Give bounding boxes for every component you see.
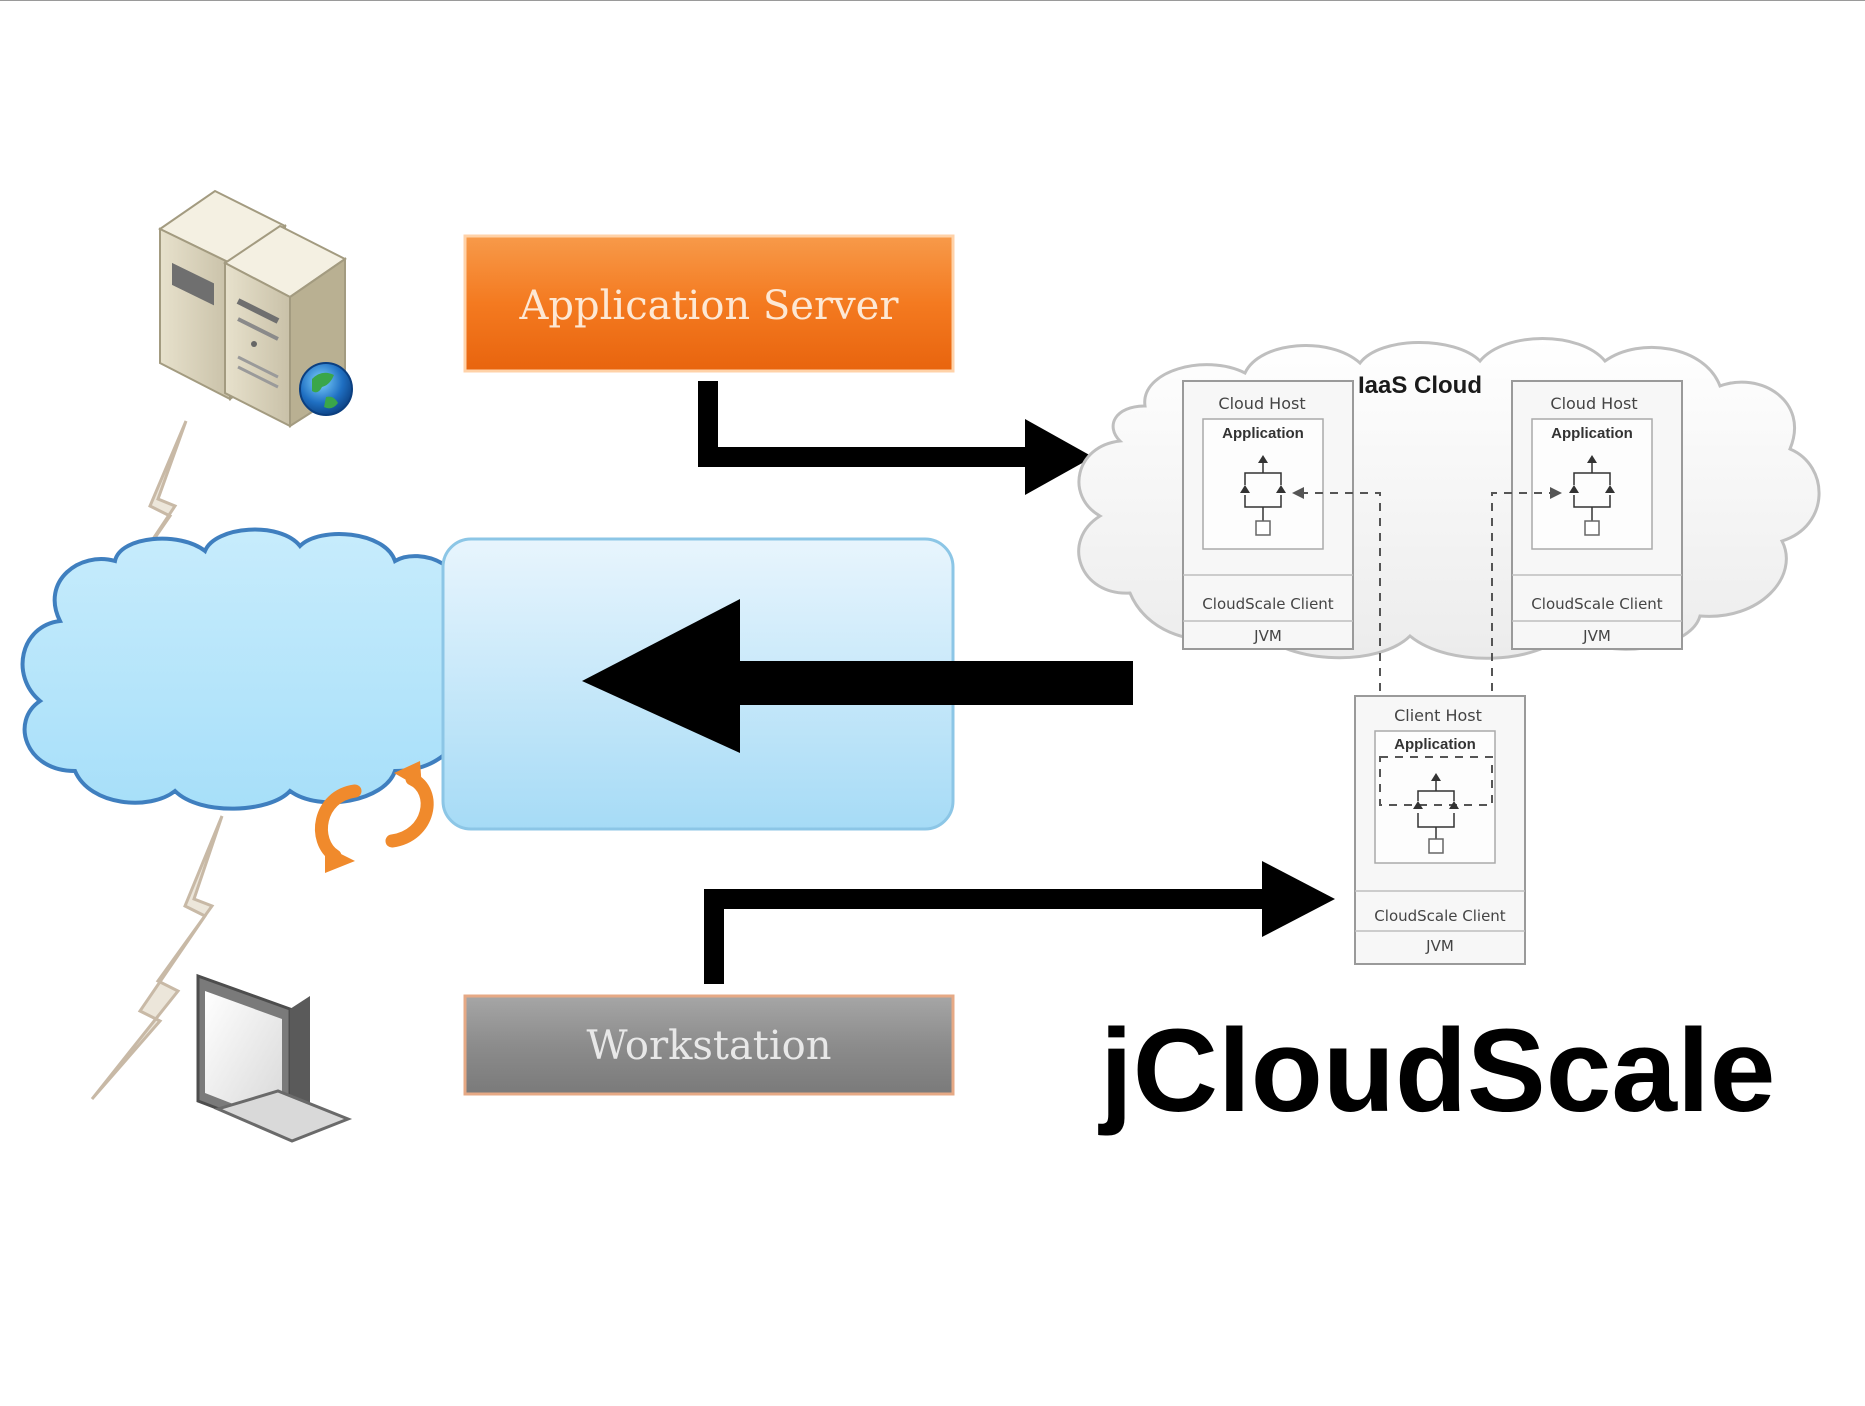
jcloudscale-title: jCloudScale [1098, 1005, 1775, 1137]
cloud-host-1-jvm: JVM [1253, 627, 1282, 645]
application-server-box[interactable] [463, 234, 955, 373]
remote-call-dashes [1302, 492, 1552, 721]
client-host-jvm: JVM [1425, 937, 1454, 955]
iaas-cloud-title: IaaS Cloud [1358, 372, 1482, 399]
arrow-cloud-to-network [582, 599, 1133, 753]
iaas-cloud: IaaS Cloud Cloud Host Application CloudS… [1077, 337, 1821, 721]
cloud-host-2-jvm: JVM [1582, 627, 1611, 645]
workstation-box[interactable] [463, 994, 955, 1096]
client-host-title: Client Host [1394, 706, 1482, 725]
workstation-label: Workstation [587, 1023, 832, 1069]
lightning-bolt-bottom [90, 815, 224, 1100]
cloud-host-2: Cloud Host Application CloudScale Client… [1511, 380, 1683, 650]
globe-icon [299, 362, 353, 416]
arrow-appserver-to-cloud [698, 381, 1093, 495]
client-host-app: Application [1394, 736, 1476, 753]
application-server-label: Application Server [519, 283, 900, 329]
cloud-host-2-title: Cloud Host [1550, 394, 1637, 413]
cloud-host-1: Cloud Host Application CloudScale Client… [1182, 380, 1354, 650]
client-host: Client Host Application CloudScale Clien… [1354, 695, 1526, 965]
sync-arrowhead-left [325, 846, 355, 873]
arrow-workstation-to-client [704, 861, 1335, 984]
cloud-host-2-app: Application [1551, 425, 1633, 442]
client-host-client: CloudScale Client [1374, 907, 1506, 925]
server-icon [158, 189, 353, 428]
monitor-icon [196, 973, 353, 1143]
cloud-host-1-app: Application [1222, 425, 1304, 442]
cloud-host-1-title: Cloud Host [1218, 394, 1305, 413]
network-cloud-icon [20, 527, 494, 811]
sync-arrowhead-right [394, 761, 422, 789]
cloud-host-2-client: CloudScale Client [1531, 595, 1663, 613]
cloud-host-1-client: CloudScale Client [1202, 595, 1334, 613]
